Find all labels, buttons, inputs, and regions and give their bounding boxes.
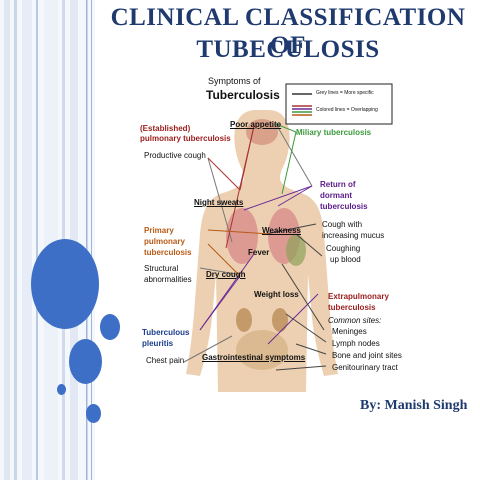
label-night-sweats: Night sweats bbox=[194, 198, 244, 207]
tuberculosis-symptoms-diagram: Symptoms of Tuberculosis Grey lines = Mo… bbox=[136, 74, 402, 392]
label-common-sites: Common sites: bbox=[328, 316, 382, 325]
legend-grey-lines: Grey lines = More specific bbox=[316, 90, 374, 96]
label-up-blood: up blood bbox=[330, 255, 361, 264]
label-lymph-nodes: Lymph nodes bbox=[332, 339, 380, 348]
label-cough-with: Cough with bbox=[322, 220, 363, 229]
decorative-circle-medium-2 bbox=[69, 339, 102, 384]
label-meninges: Meninges bbox=[332, 327, 367, 336]
label-pleuritis: pleuritis bbox=[142, 339, 174, 348]
body-illustration bbox=[183, 83, 393, 392]
label-weight-loss: Weight loss bbox=[254, 290, 299, 299]
label-bone-joint: Bone and joint sites bbox=[332, 351, 402, 360]
label-genitourinary: Genitourinary tract bbox=[332, 363, 398, 372]
label-dormant: dormant bbox=[320, 191, 352, 200]
label-extrapulmonary: Extrapulmonary bbox=[328, 292, 389, 301]
label-primary-tuberculosis: tuberculosis bbox=[144, 248, 192, 257]
label-established: (Established) bbox=[140, 124, 191, 133]
slide-title-line2: TUBECULOSIS bbox=[196, 36, 380, 63]
label-gastrointestinal-symptoms: Gastrointestinal symptoms bbox=[202, 353, 306, 362]
label-structural: Structural bbox=[144, 264, 179, 273]
label-return-of: Return of bbox=[320, 180, 356, 189]
decorative-circle-small-2 bbox=[86, 404, 101, 423]
label-chest-pain: Chest pain bbox=[146, 356, 185, 365]
label-weakness: Weakness bbox=[262, 226, 301, 235]
label-primary: Primary bbox=[144, 226, 174, 235]
label-pulmonary-tuberculosis: pulmonary tuberculosis bbox=[140, 134, 231, 143]
slide-title-line1: CLINICAL CLASSIFICATION OF bbox=[110, 4, 466, 59]
decorative-stripes bbox=[0, 0, 95, 480]
diagram-heading: Tuberculosis bbox=[206, 88, 280, 102]
author-byline: By: Manish Singh bbox=[360, 398, 468, 413]
label-increasing-mucus: increasing mucus bbox=[322, 231, 385, 240]
label-poor-appetite: Poor appetite bbox=[230, 120, 282, 129]
decorative-circle-small bbox=[57, 384, 66, 395]
label-productive-cough: Productive cough bbox=[144, 151, 206, 160]
decorative-circle-medium bbox=[100, 314, 120, 340]
label-miliary-tuberculosis: Miliary tuberculosis bbox=[296, 128, 372, 137]
decorative-circle-large bbox=[31, 239, 99, 329]
label-tuberculous: Tuberculous bbox=[142, 328, 190, 337]
label-extrapulmonary-tuberculosis: tuberculosis bbox=[328, 303, 376, 312]
label-dry-cough: Dry cough bbox=[206, 270, 246, 279]
label-tuberculosis-dormant: tuberculosis bbox=[320, 202, 368, 211]
label-coughing: Coughing bbox=[326, 244, 361, 253]
label-abnormalities: abnormalities bbox=[144, 275, 192, 284]
diagram-heading-small: Symptoms of bbox=[208, 76, 261, 86]
label-fever: Fever bbox=[248, 248, 270, 257]
legend-colored-lines: Colored lines = Overlapping bbox=[316, 107, 378, 113]
label-pulmonary: pulmonary bbox=[144, 237, 185, 246]
